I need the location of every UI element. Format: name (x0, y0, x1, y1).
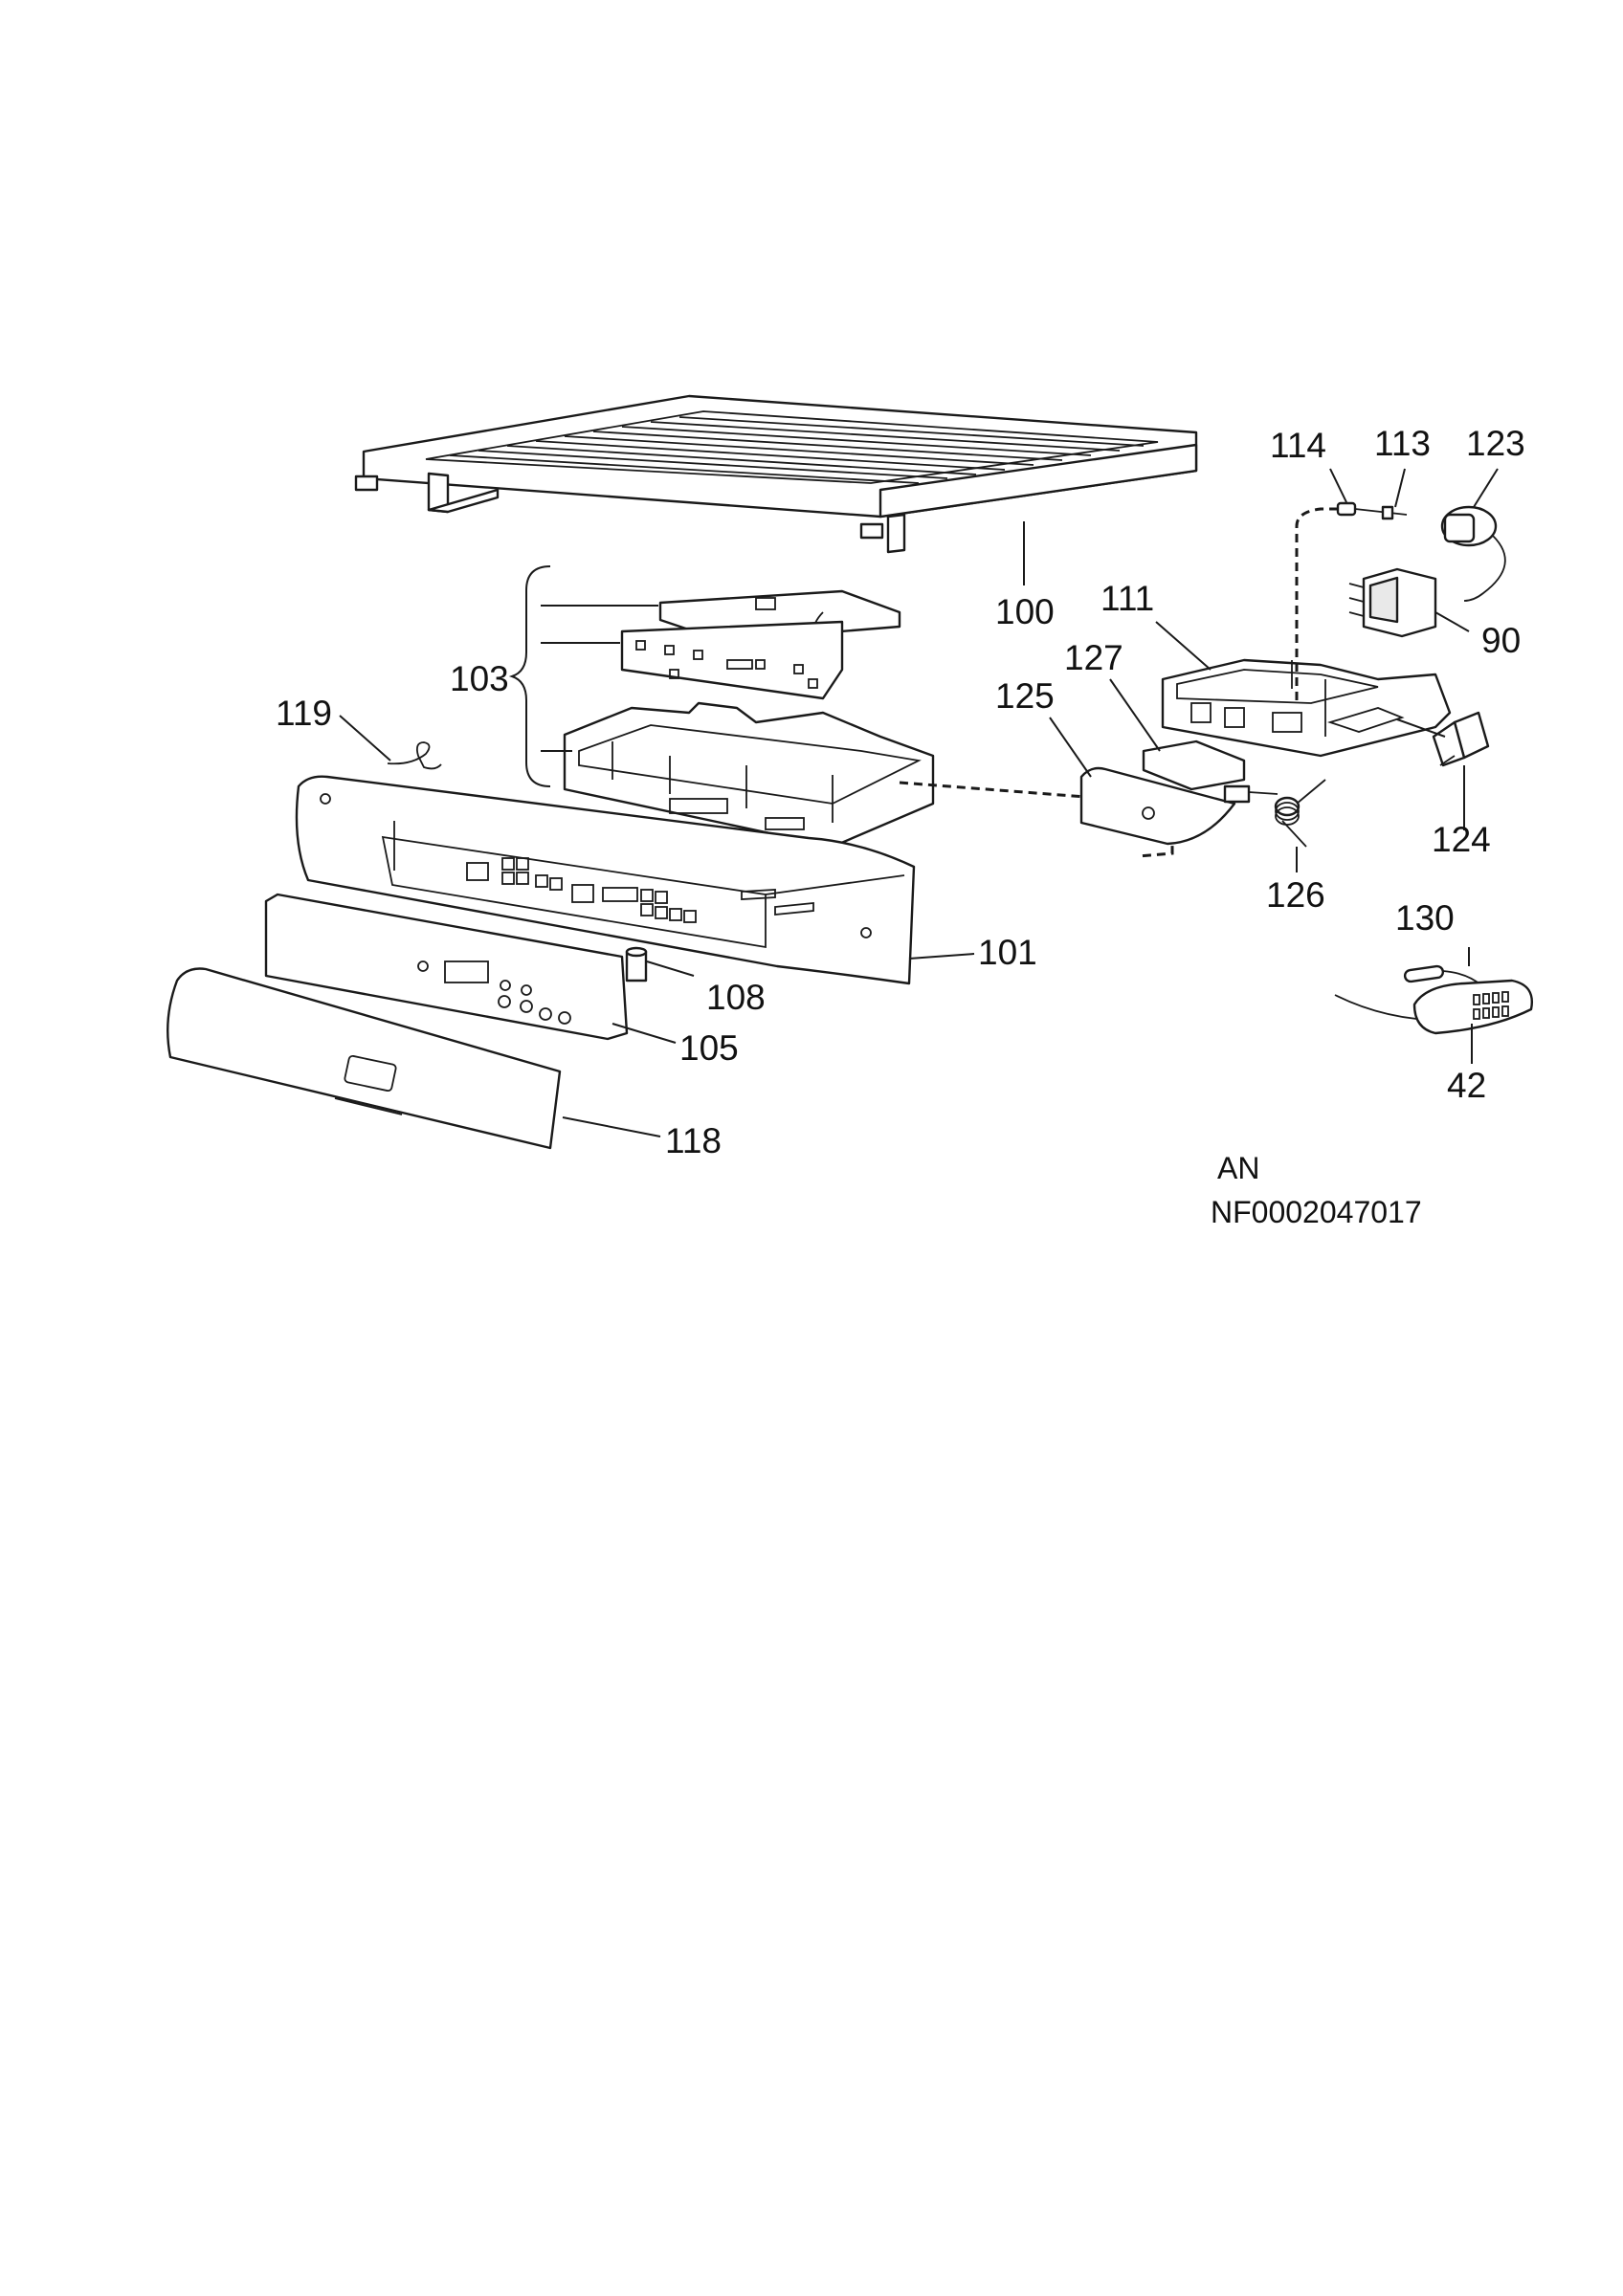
callout-105: 105 (679, 1028, 739, 1068)
part-105-fascia (264, 893, 629, 1041)
callout-123: 123 (1466, 424, 1525, 463)
part-114-113-123-sensor-cable (1295, 501, 1506, 700)
callout-127: 127 (1064, 638, 1123, 677)
part-118-front-cover (167, 967, 562, 1150)
callout-101: 101 (978, 933, 1037, 972)
callout-113: 113 (1374, 424, 1431, 463)
part-111-housing (1161, 658, 1452, 758)
part-119-clip (387, 741, 442, 770)
callout-125: 125 (995, 676, 1055, 716)
part-127-cover-plate (1142, 740, 1246, 791)
callout-119: 119 (276, 694, 332, 733)
part-103-module-assembly (508, 565, 935, 849)
part-101-control-housing (295, 775, 916, 985)
callout-130: 130 (1395, 898, 1455, 938)
callout-111: 111 (1101, 579, 1154, 618)
callout-114: 114 (1270, 426, 1326, 465)
callout-126: 126 (1266, 875, 1325, 915)
callout-124: 124 (1432, 820, 1491, 859)
part-125-handle (1079, 766, 1278, 846)
footer-language: AN (1217, 1151, 1259, 1185)
callout-118: 118 (665, 1121, 722, 1160)
part-124-bracket (1432, 711, 1490, 767)
dashed-link-103-125 (899, 781, 1174, 858)
leader-lines (339, 468, 1499, 1137)
part-108-knob (625, 946, 695, 982)
callout-103: 103 (450, 659, 509, 698)
callout-42: 42 (1447, 1066, 1486, 1105)
part-100-top-cover (354, 394, 1198, 554)
callout-108: 108 (706, 978, 766, 1017)
footer-diagram-code: NF0002047017 (1211, 1195, 1422, 1229)
part-130-42-probe-unit (1334, 964, 1533, 1035)
part-126-spring (1274, 779, 1326, 848)
part-90-transformer (1348, 567, 1437, 638)
callout-labels: 100 101 103 105 108 111 113 114 118 119 … (276, 424, 1525, 1160)
diagram-footer: AN NF0002047017 (1211, 1151, 1422, 1229)
callout-100: 100 (995, 592, 1055, 631)
callout-90: 90 (1481, 621, 1521, 660)
